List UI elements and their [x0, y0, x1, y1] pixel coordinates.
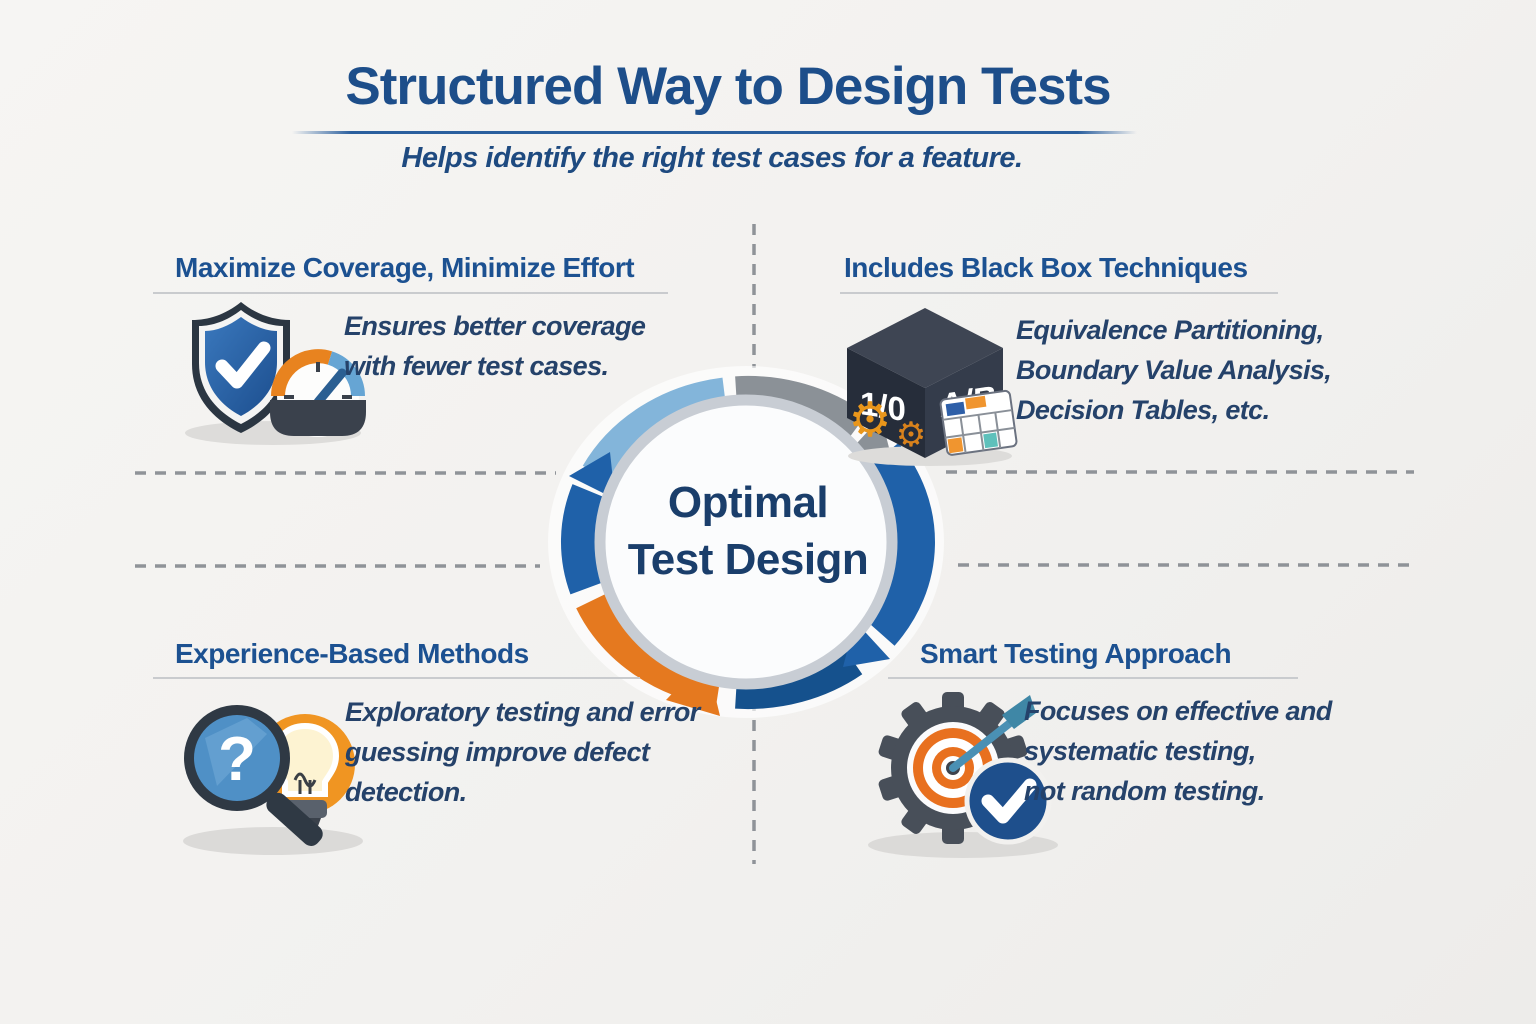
magnifier-bulb-icon: ?: [183, 705, 363, 855]
checkmark-icon: [215, 341, 271, 389]
cycle-center-label: Optimal Test Design: [598, 474, 898, 588]
body-line: Decision Tables, etc.: [1016, 395, 1270, 425]
icon-shadow: [183, 827, 363, 855]
body-line: Boundary Value Analysis,: [1016, 355, 1332, 385]
body-line: guessing improve defect: [345, 737, 650, 767]
body-line: Focuses on effective and: [1024, 696, 1332, 726]
speedometer-icon: [270, 349, 366, 437]
arc-blue-left: [560, 484, 610, 595]
gear-icon: ⚙: [848, 394, 891, 447]
cube-left-label: 1/0: [860, 385, 906, 429]
title-divider: [292, 131, 1137, 134]
text-black-box: Equivalence Partitioning, Boundary Value…: [1016, 310, 1332, 430]
body-line: systematic testing,: [1024, 736, 1256, 766]
heading-black-box: Includes Black Box Techniques: [844, 252, 1248, 283]
body-line: Exploratory testing and error: [345, 697, 700, 727]
body-line: with fewer test cases.: [344, 351, 609, 381]
page-title: Structured Way to Design Tests: [345, 57, 1111, 116]
gear-target-icon: [868, 692, 1058, 858]
body-line: Ensures better coverage: [344, 311, 646, 341]
arc-blue-right: [864, 442, 935, 646]
heading-smart-testing: Smart Testing Approach: [920, 638, 1232, 669]
magnifier-icon: ?: [184, 705, 323, 846]
text-smart-testing: Focuses on effective and systematic test…: [1024, 691, 1332, 811]
dart-icon: [949, 695, 1036, 772]
heading-maximize-coverage: Maximize Coverage, Minimize Effort: [175, 252, 635, 283]
heading-rule-bottom-right: [888, 677, 1298, 679]
text-maximize-coverage: Ensures better coverage with fewer test …: [344, 306, 646, 386]
question-mark-label: ?: [218, 725, 256, 794]
black-box-icon: 1/0 A/B ⚙ ⚙: [847, 308, 1018, 466]
body-line: detection.: [345, 777, 467, 807]
body-line: not random testing.: [1024, 776, 1265, 806]
magnifier-handle: [266, 792, 323, 846]
body-line: Equivalence Partitioning,: [1016, 315, 1324, 345]
shield-icon: [192, 302, 290, 433]
needle-icon: [313, 368, 347, 407]
page-subtitle: Helps identify the right test cases for …: [401, 142, 1023, 174]
heading-experience-based: Experience-Based Methods: [175, 638, 529, 669]
decision-table-icon: [939, 389, 1018, 456]
text-experience-based: Exploratory testing and error guessing i…: [345, 692, 700, 812]
heading-rule-top-left: [153, 292, 668, 294]
shield-gauge-icon: [185, 302, 366, 445]
center-line-2: Test Design: [627, 535, 869, 584]
check-circle-icon: [964, 757, 1052, 845]
heading-rule-bottom-left: [153, 677, 640, 679]
dashed-separators: [135, 224, 1418, 864]
blue-left-arrowhead-icon: [569, 452, 615, 499]
cycle-inner-disc: [594, 394, 898, 690]
heading-rule-top-right: [840, 292, 1278, 294]
gear-icon-small: ⚙: [896, 416, 926, 454]
checkmark-icon: [981, 778, 1037, 824]
center-line-1: Optimal: [667, 478, 829, 527]
